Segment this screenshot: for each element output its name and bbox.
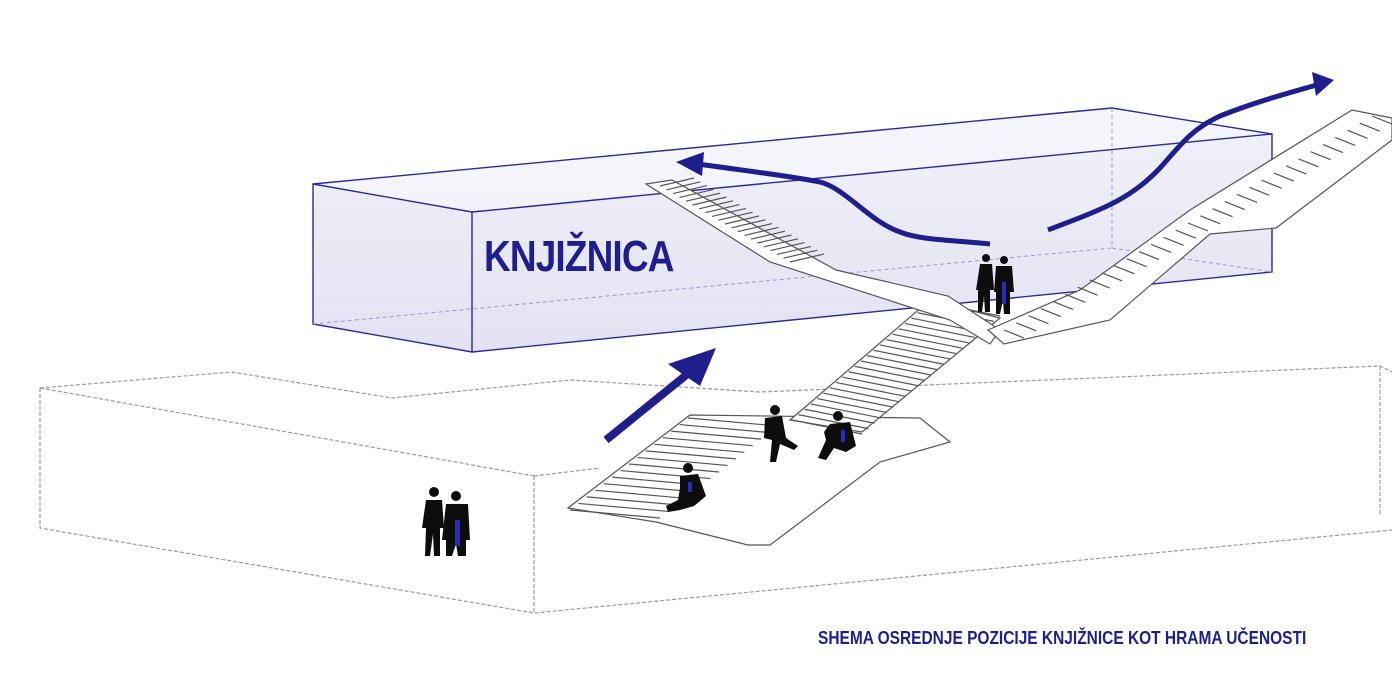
- stair-step: [1212, 208, 1233, 218]
- stair-step: [1175, 229, 1196, 239]
- stair-step: [637, 456, 728, 467]
- stair-step: [685, 192, 721, 202]
- stair-step: [1077, 286, 1098, 296]
- stair-step: [783, 249, 818, 259]
- stair-step: [1298, 158, 1319, 168]
- stair-step: [750, 230, 786, 240]
- person-sitting-1: [764, 405, 798, 462]
- stair-step: [860, 360, 932, 376]
- stair-step: [1114, 265, 1135, 275]
- stair-step: [687, 417, 779, 427]
- stair-step: [595, 489, 686, 499]
- stair-step: [867, 355, 938, 371]
- stair-step: [1150, 243, 1172, 253]
- stair-step: [718, 211, 753, 221]
- stair-step: [654, 443, 745, 453]
- stair-step: [1285, 165, 1307, 175]
- main-stair-flight: [788, 299, 1002, 435]
- stair-step: [873, 349, 944, 365]
- stair-step: [789, 253, 825, 263]
- stair-step: [1016, 322, 1037, 332]
- library-label: KNJIŽNICA: [484, 232, 674, 281]
- stair-step: [628, 463, 720, 473]
- stair-step: [823, 392, 894, 408]
- stair-step: [1347, 129, 1368, 139]
- stair-step: [1334, 136, 1356, 146]
- stair-step: [810, 403, 881, 419]
- stair-step: [1040, 308, 1062, 318]
- stair-step: [724, 215, 760, 225]
- stair-step: [744, 226, 779, 236]
- stair-step: [798, 414, 869, 430]
- stair-step: [1028, 315, 1049, 325]
- stair-step: [854, 365, 925, 381]
- library-box: [312, 107, 1273, 353]
- stair-step: [1126, 258, 1147, 268]
- stair-step: [711, 207, 747, 217]
- stair-step: [763, 238, 799, 248]
- stair-step: [1236, 193, 1258, 204]
- stair-step: [1187, 222, 1209, 232]
- stair-step: [1371, 115, 1392, 125]
- stair-step: [679, 423, 770, 434]
- stair-step: [885, 338, 957, 355]
- diagram-caption: SHEMA OSREDNJE POZICIJE KNJIŽNICE KOT HR…: [818, 628, 1307, 648]
- stair-step: [1163, 236, 1184, 246]
- stair-step: [892, 333, 963, 349]
- stair-step: [659, 177, 695, 187]
- stair-step: [1052, 300, 1074, 311]
- person-sitting-3: [666, 463, 706, 512]
- stair-step: [1322, 143, 1344, 154]
- stair-step: [1089, 279, 1111, 289]
- stair-step: [679, 188, 714, 198]
- people-group-landing: [976, 254, 1014, 314]
- stair-step: [662, 437, 753, 447]
- stair-step: [731, 219, 766, 229]
- ground-building: [39, 365, 1392, 614]
- stair-step: [776, 245, 812, 255]
- stair-step: [603, 483, 694, 493]
- stair-step: [737, 223, 773, 233]
- stair-step: [842, 376, 913, 392]
- stair-step: [1138, 250, 1160, 261]
- stair-step: [698, 200, 734, 210]
- upper-right-stair: [986, 109, 1392, 345]
- stair-step: [645, 450, 736, 460]
- person-sitting-2: [818, 411, 856, 460]
- people-group-ground: [422, 487, 470, 556]
- arrow-entry: [603, 348, 716, 444]
- stair-step: [904, 322, 976, 339]
- stair-step: [569, 509, 661, 519]
- stair-step: [1310, 151, 1331, 161]
- stair-step: [757, 234, 792, 244]
- stair-step: [1224, 201, 1246, 211]
- stair-step: [1200, 215, 1221, 225]
- stair-step: [898, 328, 969, 344]
- stair-step: [578, 502, 669, 513]
- stair-step: [692, 196, 727, 206]
- stair-step: [835, 381, 907, 398]
- stair-step: [586, 496, 677, 506]
- stair-step: [1003, 329, 1025, 339]
- stair-step: [848, 371, 919, 387]
- stair-step: [671, 430, 762, 440]
- stair-step: [1359, 122, 1380, 132]
- stair-step: [666, 181, 701, 191]
- stair-step: [705, 204, 740, 214]
- stair-step: [816, 397, 888, 414]
- stair-step: [1249, 186, 1270, 196]
- arrow-into-library: [676, 152, 991, 247]
- stair-step: [770, 242, 805, 252]
- stair-step: [1261, 179, 1282, 189]
- stair-step: [1273, 172, 1295, 182]
- stair-step: [1101, 272, 1123, 282]
- stair-step: [829, 387, 900, 403]
- arrow-up-further: [1047, 72, 1334, 233]
- stair-step: [672, 185, 708, 195]
- lower-stair-flight: [566, 414, 952, 546]
- stair-step: [1065, 293, 1086, 303]
- stair-step: [879, 344, 950, 360]
